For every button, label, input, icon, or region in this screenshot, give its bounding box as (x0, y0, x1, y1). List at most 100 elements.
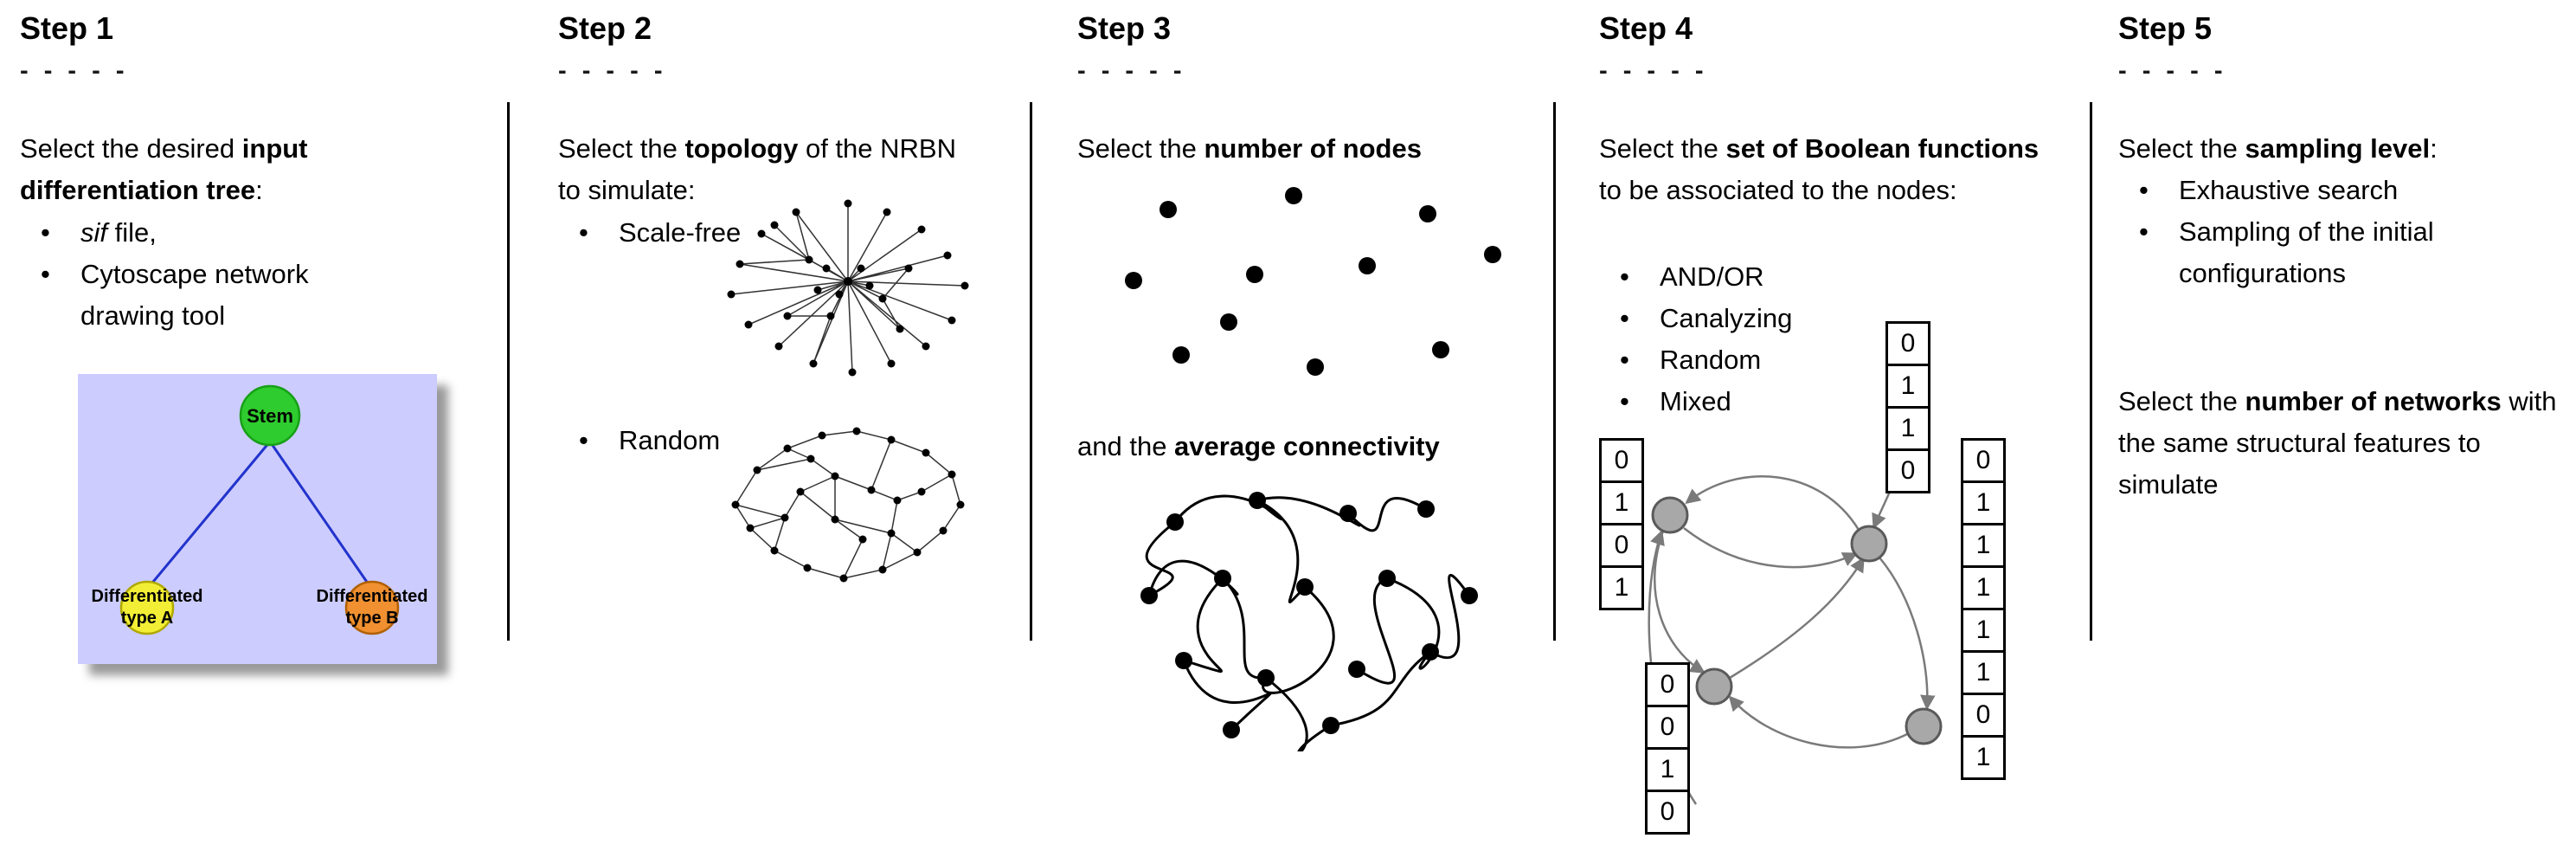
step-4-intro: Select the set of Boolean functions to b… (1599, 128, 2049, 211)
divider-3 (1553, 102, 1556, 641)
random-network-graphic (731, 427, 965, 583)
step-2-intro-pre: Select the (558, 133, 685, 164)
step-3-title: Step 3 (1077, 10, 1172, 46)
stem-node (239, 384, 301, 447)
step-2-dashes: - - - - - (558, 57, 667, 85)
bullet-and-or: AND/OR (1599, 256, 1792, 298)
step-5-para2-bold: number of networks (2245, 386, 2502, 416)
step-1-title: Step 1 (20, 10, 114, 46)
step-5-para2-pre: Select the (2118, 386, 2245, 416)
step-1-bullets: sif file, Cytoscape network drawing tool (20, 212, 418, 337)
step-5-para2: Select the number of networks with the s… (2118, 381, 2560, 506)
step-5-intro-post: : (2430, 133, 2438, 164)
boolean-network-arrows (1648, 453, 1936, 805)
step-4-intro-post: to be associated to the nodes: (1599, 175, 1957, 205)
nodes-dots-graphic (1125, 187, 1501, 376)
step-3-line1-pre: Select the (1077, 133, 1204, 164)
divider-2 (1030, 102, 1032, 641)
differentiated-type-a-node (119, 580, 175, 635)
truth-table-cell: 1 (1961, 480, 2006, 525)
bullet-exhaustive-search: Exhaustive search (2118, 170, 2516, 211)
truth-table-cell: 1 (1961, 608, 2006, 653)
step-3-line1: Select the number of nodes (1077, 128, 1422, 170)
truth-table-cell: 1 (1961, 735, 2006, 780)
truth-table-cell: 1 (1645, 747, 1690, 792)
tangle-nodes (1140, 492, 1478, 738)
step-5-intro-bold: sampling level (2245, 133, 2431, 164)
tree-edge-right (268, 441, 372, 588)
truth-table-cell: 1 (1961, 650, 2006, 695)
step-1-intro-post: : (255, 175, 263, 205)
step-2-bullet-random-wrap: Random (558, 420, 720, 461)
step-1-column: Step 1 - - - - - Select the desired inpu… (20, 0, 504, 851)
step-2-intro-post: of the NRBN to simulate: (558, 133, 956, 205)
step-3-column: Step 3 - - - - - Select the number of no… (1077, 0, 1549, 851)
truth-table-cell: 1 (1599, 565, 1644, 610)
scale-free-network-graphic (727, 199, 969, 377)
truth-table-cell: 1 (1885, 364, 1930, 409)
type-b-label-line2: type B (345, 609, 398, 628)
step-3-line2: and the average connectivity (1077, 426, 1440, 467)
step-4-column: Step 4 - - - - - Select the set of Boole… (1599, 0, 2075, 851)
differentiated-type-b-node (344, 580, 400, 635)
scale-free-nodes (727, 199, 969, 377)
bullet-mixed: Mixed (1599, 381, 1792, 422)
step-1-intro-bold: input differentiation tree (20, 133, 308, 205)
sif-rest: file, (107, 217, 157, 248)
step-3-line2-pre: and the (1077, 431, 1175, 461)
step-1-dashes: - - - - - (20, 57, 129, 85)
bullet-sif-file: sif file, (20, 212, 418, 254)
tangle-edges (1145, 494, 1471, 751)
step-3-dashes: - - - - - (1077, 57, 1186, 85)
truth-table-cell: 0 (1885, 448, 1930, 493)
step-1-intro: Select the desired input differentiation… (20, 128, 409, 211)
step-5-intro-pre: Select the (2118, 133, 2245, 164)
step-5-dashes: - - - - - (2118, 57, 2227, 85)
step-2-title: Step 2 (558, 10, 652, 46)
bullet-random-functions: Random (1599, 339, 1792, 381)
bullet-random: Random (558, 420, 720, 461)
truth-table-cell: 1 (1961, 565, 2006, 610)
truth-table-cell: 0 (1885, 321, 1930, 366)
bullet-cytoscape: Cytoscape network drawing tool (20, 254, 383, 337)
differentiation-tree-graphic: Stem Differentiated type A Differentiate… (92, 384, 428, 635)
divider-1 (507, 102, 510, 641)
dots (1125, 187, 1501, 376)
step-2-intro: Select the topology of the NRBN to simul… (558, 128, 973, 211)
boolean-network-nodes (1651, 496, 1943, 745)
step-5-intro: Select the sampling level: (2118, 128, 2438, 170)
truth-table-cell: 0 (1645, 662, 1690, 707)
truth-table-cell: 0 (1961, 693, 2006, 738)
step-5-column: Step 5 - - - - - Select the sampling lev… (2118, 0, 2573, 851)
truth-table-cell: 0 (1645, 790, 1690, 835)
step-5-title: Step 5 (2118, 10, 2213, 46)
type-a-label-line2: type A (121, 609, 173, 628)
truth-table-cell: 0 (1599, 438, 1644, 483)
random-network-nodes (731, 427, 965, 583)
step-4-intro-bold: set of Boolean functions (1725, 133, 2040, 164)
step-3-line1-bold: number of nodes (1204, 133, 1422, 164)
step-4-bullets: AND/OR Canalyzing Random Mixed (1599, 256, 1792, 422)
step-1-intro-pre: Select the desired (20, 133, 242, 164)
step-4-intro-pre: Select the (1599, 133, 1726, 164)
truth-table-cell: 0 (1645, 705, 1690, 750)
truth-table-cell: 0 (1961, 438, 2006, 483)
stem-label: Stem (247, 405, 293, 427)
step-5-bullets: Exhaustive search Sampling of the initia… (2118, 170, 2516, 294)
type-b-label-line1: Differentiated (317, 587, 428, 606)
divider-4 (2090, 102, 2092, 641)
bullet-canalyzing: Canalyzing (1599, 298, 1792, 339)
truth-table-cell: 1 (1961, 523, 2006, 568)
step-3-line2-bold: average connectivity (1174, 431, 1440, 461)
step-4-title: Step 4 (1599, 10, 1693, 46)
step-2-intro-bold: topology (684, 133, 799, 164)
tree-edge-left (147, 441, 272, 588)
step-2-bullet-scale-free-wrap: Scale-free (558, 212, 741, 254)
truth-table-cell: 0 (1599, 523, 1644, 568)
bullet-sampling-initial-configurations: Sampling of the initial configurations (2118, 211, 2499, 294)
